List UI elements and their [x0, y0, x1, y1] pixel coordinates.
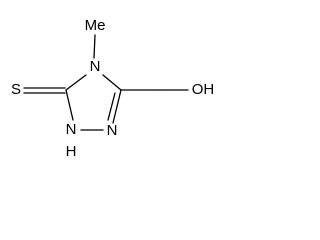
- ring-nitrogen-1-hydrogen-label: H: [66, 143, 77, 160]
- thione-sulfur-label: S: [11, 81, 21, 98]
- structure-canvas: Me N S N H N OH: [10, 16, 215, 160]
- bond-n4-c5: [65, 74, 87, 91]
- methyl-label: Me: [85, 17, 106, 34]
- ring-nitrogen-4-label: N: [90, 58, 101, 75]
- bond-n2-c3-double-b: [107, 92, 116, 121]
- hydroxyl-label: OH: [192, 81, 215, 98]
- bond-methyl-n4: [93, 34, 96, 59]
- ring-nitrogen-1-label: N: [66, 121, 77, 138]
- molecule-diagram: Me N S N H N OH: [11, 17, 215, 160]
- ring-nitrogen-2-label: N: [107, 122, 118, 139]
- bond-n4-c3: [102, 74, 122, 91]
- bond-c5-n1: [65, 89, 74, 121]
- bond-n2-c3-double-a: [112, 89, 122, 124]
